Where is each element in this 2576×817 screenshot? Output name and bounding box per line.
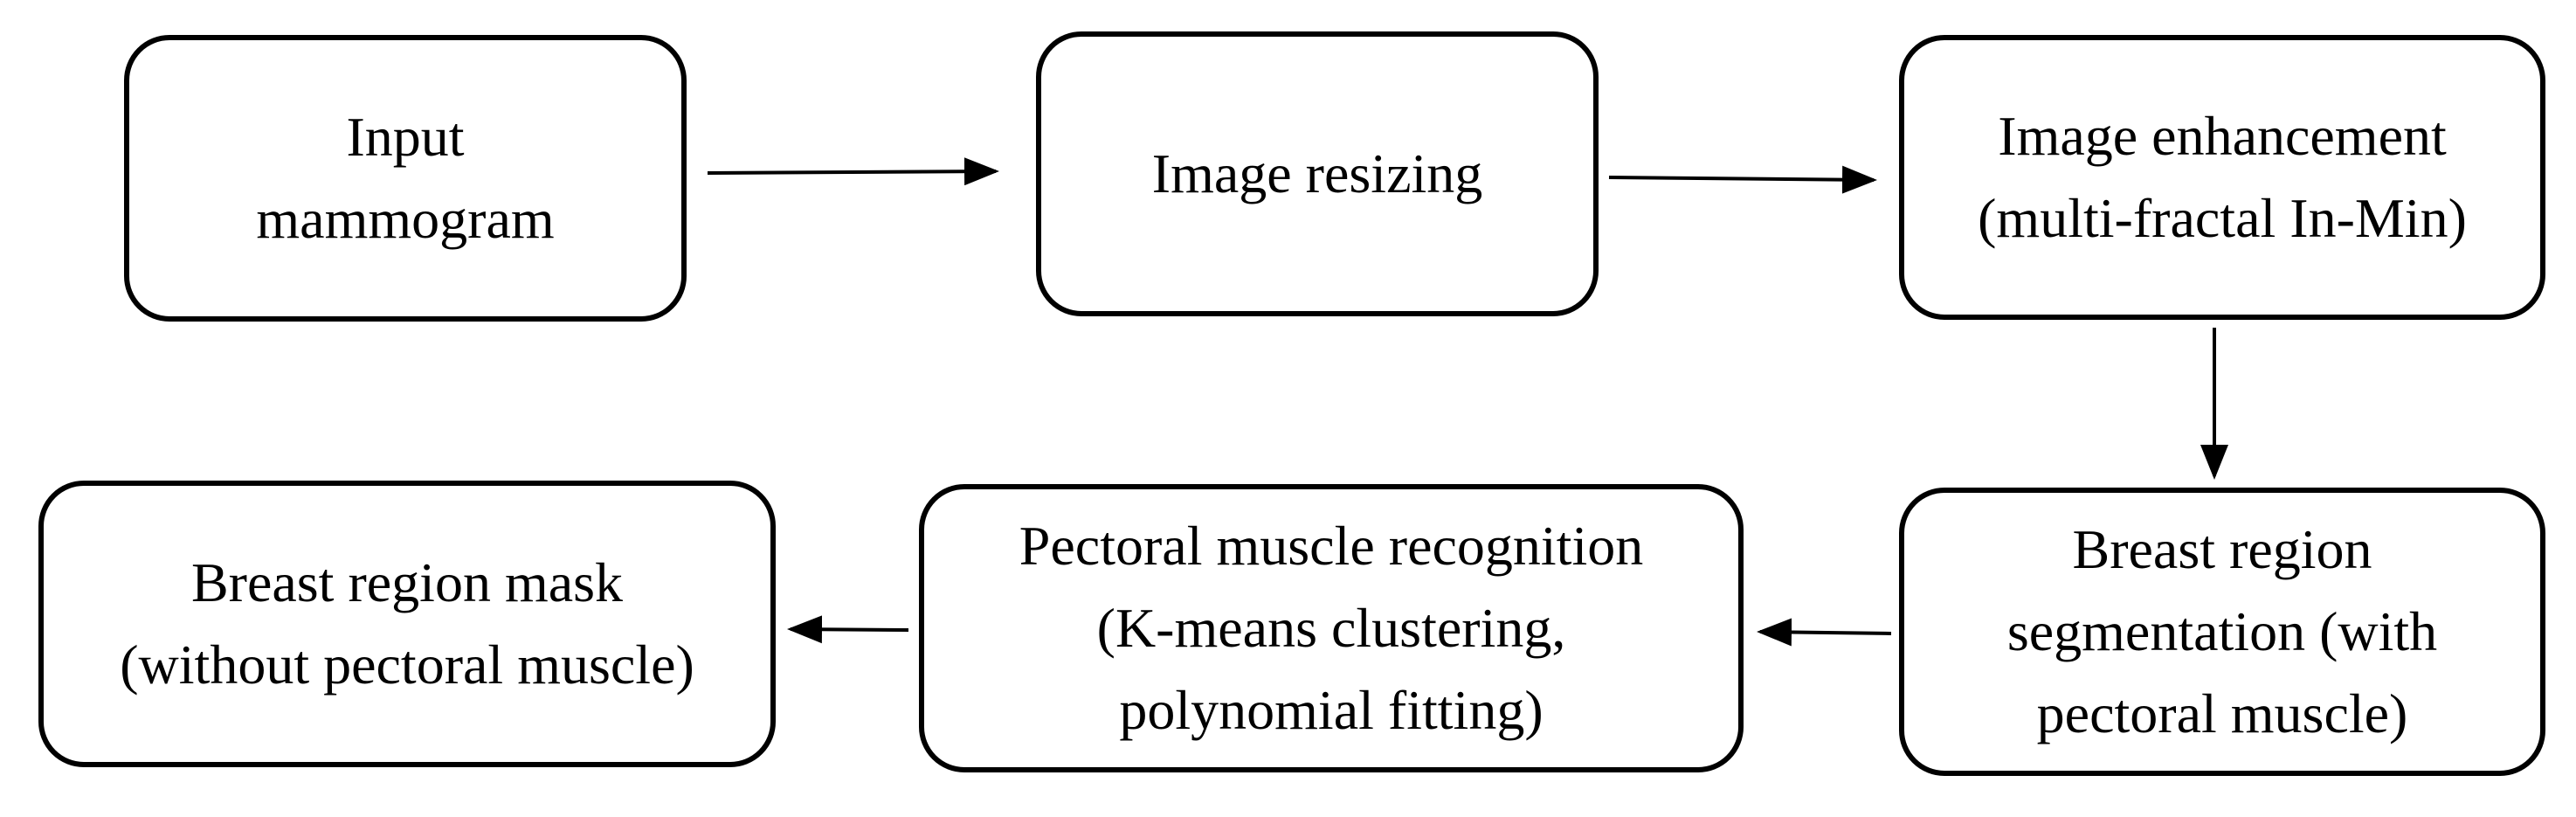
arrow-segment-to-pectoral — [1757, 618, 1892, 647]
image-enhancement-line-1: Image enhancement — [1998, 105, 2447, 167]
breast-region-mask-line-1: Breast region mask — [190, 551, 624, 613]
image-resizing-box: Image resizing — [1036, 31, 1599, 316]
pectoral-muscle-recognition-line-2: (K-means clustering, — [1096, 597, 1566, 659]
breast-region-mask-line-2: (without pectoral muscle) — [120, 634, 694, 696]
pectoral-muscle-recognition-line-1: Pectoral muscle recognition — [1019, 515, 1644, 577]
pectoral-muscle-recognition-box: Pectoral muscle recognition (K-means clu… — [919, 484, 1744, 772]
breast-region-segmentation-line-1: Breast region — [2072, 518, 2372, 580]
breast-region-segmentation-line-2: segmentation (with — [2006, 600, 2438, 662]
image-enhancement-box: Image enhancement (multi-fractal In-Min) — [1899, 35, 2545, 320]
arrow-pectoral-to-mask — [787, 615, 909, 644]
breast-region-segmentation-box: Breast region segmentation (with pectora… — [1899, 488, 2545, 776]
arrow-input-to-resize — [707, 157, 999, 186]
arrow-resize-to-enhance — [1608, 165, 1877, 194]
input-mammogram-line-2: mammogram — [256, 188, 555, 250]
image-enhancement-line-2: (multi-fractal In-Min) — [1978, 187, 2467, 249]
pectoral-muscle-recognition-line-3: polynomial fitting) — [1119, 679, 1544, 741]
breast-region-segmentation-line-3: pectoral muscle) — [2036, 682, 2408, 744]
input-mammogram-box: Input mammogram — [124, 35, 687, 322]
breast-region-mask-box: Breast region mask (without pectoral mus… — [38, 481, 776, 767]
input-mammogram-line-1: Input — [346, 106, 465, 168]
image-resizing-line-1: Image resizing — [1151, 142, 1483, 204]
